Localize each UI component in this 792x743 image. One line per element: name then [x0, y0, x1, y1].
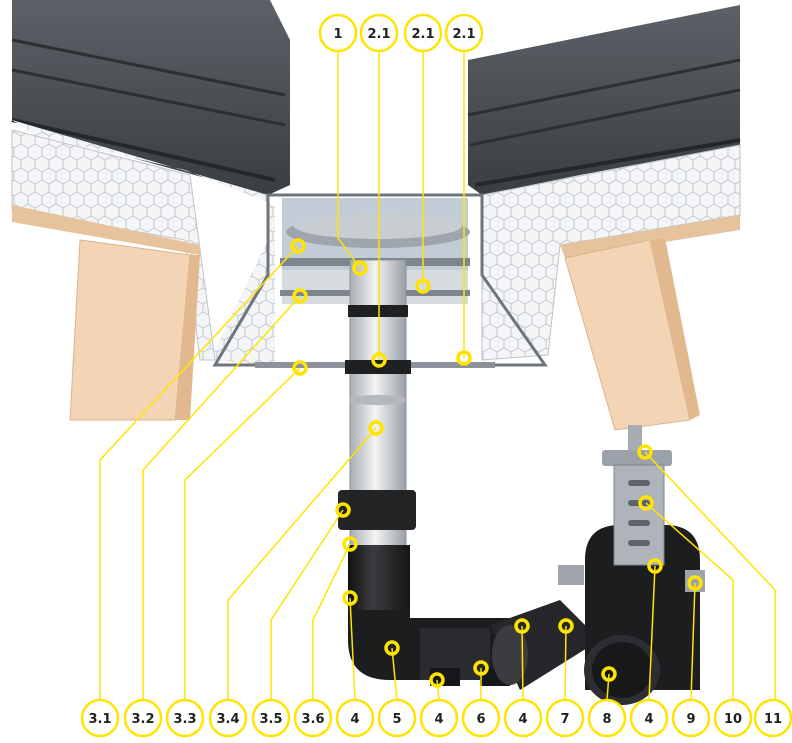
collector-tank [558, 525, 705, 705]
callout-bottom-17: 11 [753, 698, 792, 738]
callout-bottom-1: 3.1 [80, 698, 120, 738]
callout-label: 8 [602, 712, 611, 727]
callout-label: 4 [350, 712, 359, 727]
callout-label: 4 [518, 712, 527, 727]
callout-label: 2.1 [452, 27, 475, 42]
callout-top-4: 2.1 [444, 13, 484, 53]
left-roof-panel [11, 0, 290, 195]
left-wood-beam [12, 205, 200, 421]
right-wood-beam [560, 215, 740, 431]
right-roof-panel [467, 5, 741, 195]
callout-bottom-10: 6 [461, 698, 501, 738]
callout-bottom-5: 3.5 [251, 698, 291, 738]
callout-label: 4 [644, 712, 653, 727]
callout-top-2: 2.1 [359, 13, 399, 53]
callout-bottom-6: 3.6 [293, 698, 333, 738]
callout-bottom-16: 10 [713, 698, 753, 738]
callout-label: 3.4 [216, 712, 239, 727]
callout-bottom-15: 9 [671, 698, 711, 738]
callout-label: 9 [686, 712, 695, 727]
callout-bottom-9: 4 [419, 698, 459, 738]
callout-label: 10 [724, 712, 742, 727]
callout-label: 2.1 [367, 27, 390, 42]
callout-label: 11 [764, 712, 782, 727]
black-drain-pipe [348, 545, 600, 690]
callout-label: 3.2 [131, 712, 154, 727]
callout-bottom-12: 7 [545, 698, 585, 738]
callout-label: 5 [392, 712, 401, 727]
callout-top-3: 2.1 [403, 13, 443, 53]
callout-bottom-11: 4 [503, 698, 543, 738]
callout-bottom-7: 4 [335, 698, 375, 738]
callout-bottom-2: 3.2 [123, 698, 163, 738]
pipe-clamp [338, 490, 416, 530]
callout-label: 3.3 [173, 712, 196, 727]
callout-label: 4 [434, 712, 443, 727]
callout-bottom-3: 3.3 [165, 698, 205, 738]
callout-label: 3.6 [301, 712, 324, 727]
callout-bottom-8: 5 [377, 698, 417, 738]
part-markers [290, 238, 703, 688]
callout-bottom-14: 4 [629, 698, 669, 738]
callout-label: 1 [333, 27, 342, 42]
callout-bottom-4: 3.4 [208, 698, 248, 738]
leader-lines [99, 52, 776, 701]
hanger-strap [602, 425, 672, 566]
callout-label: 7 [560, 712, 569, 727]
callout-label: 2.1 [411, 27, 434, 42]
callout-top-1: 1 [318, 13, 358, 53]
callout-label: 3.1 [88, 712, 111, 727]
callout-bottom-13: 8 [587, 698, 627, 738]
callout-label: 6 [476, 712, 485, 727]
callout-label: 3.5 [259, 712, 282, 727]
